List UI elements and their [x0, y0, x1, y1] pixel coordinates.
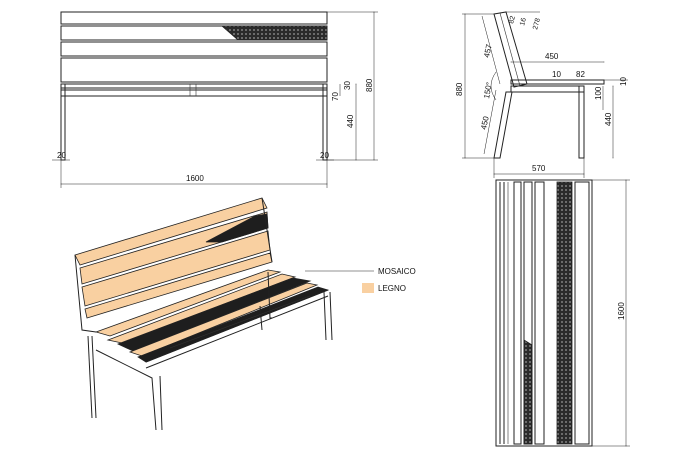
persp-seat-front-edge [145, 289, 329, 363]
dim-1600-top: 1600 [617, 302, 626, 320]
persp-leg-back-right [267, 271, 272, 319]
dim-20-left: 20 [57, 151, 66, 160]
side-dim-457-line [481, 15, 501, 85]
persp-leg-front-right-2 [329, 291, 333, 341]
persp-frame-right-back [261, 197, 273, 263]
side-rear-leg [493, 91, 513, 159]
dim-100: 100 [594, 86, 603, 100]
plan-slat-1 [513, 181, 522, 445]
dim-880-front: 880 [365, 78, 374, 92]
dim-440-side: 440 [604, 112, 613, 126]
front-back-slat-4 [60, 57, 328, 83]
persp-leg-front-left-2 [159, 375, 163, 431]
side-angle-arc [490, 71, 497, 101]
side-seat-top [510, 79, 605, 85]
dim-10-seat: 10 [552, 70, 561, 79]
dim-440-front: 440 [346, 114, 355, 128]
persp-seat-mosaic-1 [116, 277, 312, 352]
dim-30-front: 30 [343, 81, 352, 90]
dim-16-top: 16 [519, 17, 528, 26]
front-seat-rail [60, 89, 328, 97]
legend: MOSAICO LEGNO [305, 267, 416, 293]
persp-seat-slat-2 [106, 273, 297, 344]
persp-back-slat-1 [74, 197, 268, 266]
legend-wood-label: LEGNO [378, 284, 406, 293]
persp-leg-front-left [95, 349, 157, 431]
front-view: 880 440 70 30 20 20 1600 [52, 11, 378, 188]
top-view: 1600 [495, 179, 630, 447]
plan-slat-3 [534, 181, 545, 445]
dim-10-right: 10 [619, 77, 628, 86]
side-seat-frame [510, 85, 585, 93]
side-view: 880 457 450 150° 82 16 278 450 10 82 10 … [455, 11, 628, 178]
legend-mosaic-label: MOSAICO [378, 267, 416, 276]
front-back-slat-3 [60, 41, 328, 57]
side-dim-450-line [483, 89, 497, 155]
dim-angle: 150° [482, 81, 494, 99]
persp-seat-slat-1 [94, 269, 282, 337]
dim-278-top: 278 [532, 17, 542, 30]
side-backrest-inner [499, 12, 521, 87]
dim-880-side: 880 [455, 82, 464, 96]
plan-outline [495, 179, 593, 447]
dim-450-side: 450 [479, 115, 491, 130]
dim-1600-front: 1600 [186, 174, 204, 183]
plan-mosaic-2 [556, 181, 573, 445]
persp-seat-slat-3 [128, 282, 319, 357]
dim-457: 457 [482, 43, 494, 58]
front-mosaic-insert [220, 25, 328, 41]
persp-leg-front-right [323, 291, 327, 341]
front-leg-left [60, 83, 66, 161]
dim-82-top: 82 [508, 15, 517, 24]
front-back-slat-1 [60, 11, 328, 25]
persp-frame-left-back [74, 254, 97, 333]
dim-70-front: 70 [331, 92, 340, 101]
persp-cross-rail [169, 295, 311, 349]
side-front-leg [578, 85, 585, 159]
persp-leg-back-left [87, 335, 93, 419]
dim-82-seat: 82 [576, 70, 585, 79]
dim-20-right: 20 [320, 151, 329, 160]
dim-570: 570 [532, 164, 546, 173]
persp-seat-rail [145, 295, 329, 369]
persp-leg-back-left-2 [91, 335, 97, 419]
dim-450-seat: 450 [545, 52, 559, 61]
persp-back-mosaic [205, 213, 269, 243]
legend-wood-swatch [362, 283, 374, 293]
plan-mosaic-1 [523, 339, 533, 445]
persp-leg-back-right-2 [259, 305, 263, 331]
front-seat-rail-top [60, 83, 328, 89]
perspective-view [74, 197, 333, 431]
plan-slat-front [574, 181, 590, 445]
front-leg-right [322, 83, 328, 161]
